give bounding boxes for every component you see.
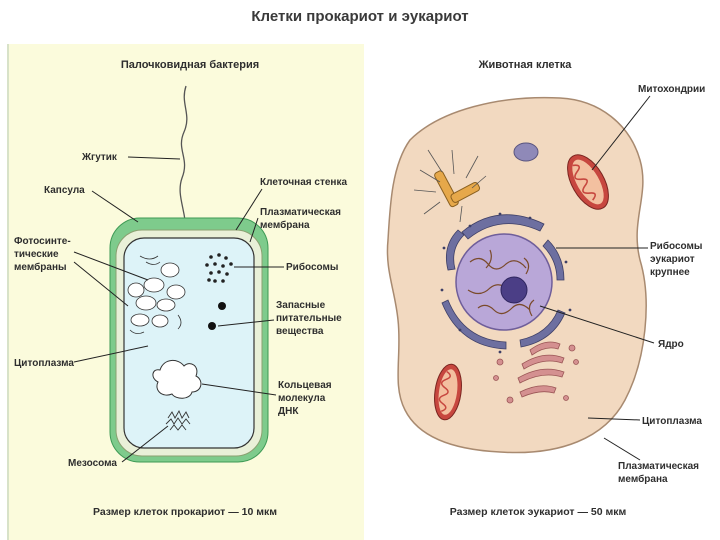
rough-er [441, 214, 566, 350]
prokaryote-heading: Палочковидная бактерия [121, 59, 259, 71]
eukaryote-ribosomes [440, 212, 572, 354]
photosynthetic-membranes [127, 255, 186, 334]
label-plasma-membrane-euk-1: Плазматическая [618, 461, 699, 472]
pointer-cell-wall [235, 188, 263, 231]
label-flagellum: Жгутик [81, 152, 118, 163]
eukaryote-size-caption: Размер клеток эукариот — 50 мкм [450, 506, 627, 518]
mesosome [165, 409, 191, 431]
pointer-photo-membranes-b [73, 261, 129, 307]
pointer-plasma-membrane-euk [603, 437, 641, 461]
pointer-capsule [91, 190, 139, 223]
centrioles [413, 149, 487, 223]
page-title: Клетки прокариот и эукариот [251, 8, 469, 25]
prokaryote-size-caption: Размер клеток прокариот — 10 мкм [93, 506, 277, 518]
chromatin [467, 249, 535, 317]
pointer-cytoplasm-pro [73, 345, 149, 363]
pointer-photo-membranes-a [73, 251, 149, 281]
label-ribosomes-euk-1: Рибосомы [650, 240, 702, 252]
vacuole [513, 142, 539, 162]
prokaryote-ribosomes [205, 253, 233, 283]
label-photo-membranes-3: мембраны [14, 261, 67, 273]
label-dna-1: Кольцевая [278, 380, 332, 391]
label-ribosomes-euk-2: эукариот [650, 254, 695, 265]
label-storage-2: питательные [276, 313, 342, 324]
pointer-mitochondria [591, 95, 651, 171]
label-photo-membranes-2: тические [14, 249, 59, 260]
label-nucleus: Ядро [658, 339, 684, 350]
pointer-plasma-membrane-pro [249, 217, 259, 243]
prokaryote-dna [152, 360, 202, 399]
label-cytoplasm-euk: Цитоплазма [642, 416, 702, 427]
label-capsule: Капсула [44, 185, 85, 196]
label-dna-3: ДНК [278, 406, 299, 417]
label-storage-3: вещества [276, 326, 324, 337]
pointer-mesosome [121, 425, 169, 463]
label-mesosome: Мезосома [68, 458, 117, 469]
label-photo-membranes-1: Фотосинте- [14, 236, 71, 247]
nucleolus [500, 276, 528, 304]
pointer-storage [217, 319, 275, 327]
flagellum [179, 85, 188, 233]
eukaryote-heading: Животная клетка [478, 59, 573, 71]
label-cell-wall: Клеточная стенка [260, 177, 347, 188]
label-ribosomes-euk-3: крупнее [650, 267, 690, 278]
label-storage-1: Запасные [276, 300, 326, 311]
label-cytoplasm-pro: Цитоплазма [14, 358, 74, 369]
label-plasma-membrane-pro-2: мембрана [260, 219, 310, 231]
storage-granules [208, 302, 226, 330]
label-mitochondria: Митохондрии [638, 84, 705, 95]
pointer-nucleus [539, 305, 655, 344]
label-ribosomes-pro: Рибосомы [286, 261, 338, 273]
pointer-cytoplasm-euk [587, 417, 641, 421]
pointer-dna [201, 383, 277, 396]
mitochondrion-top [567, 154, 609, 210]
label-plasma-membrane-pro-1: Плазматическая [260, 207, 341, 218]
label-dna-2: молекула [278, 393, 326, 404]
label-plasma-membrane-euk-2: мембрана [618, 473, 668, 485]
prokaryote-cytoplasm [123, 237, 255, 449]
mitochondrion-bottom [434, 363, 462, 421]
pointer-flagellum [127, 156, 181, 160]
golgi-apparatus [493, 341, 579, 404]
